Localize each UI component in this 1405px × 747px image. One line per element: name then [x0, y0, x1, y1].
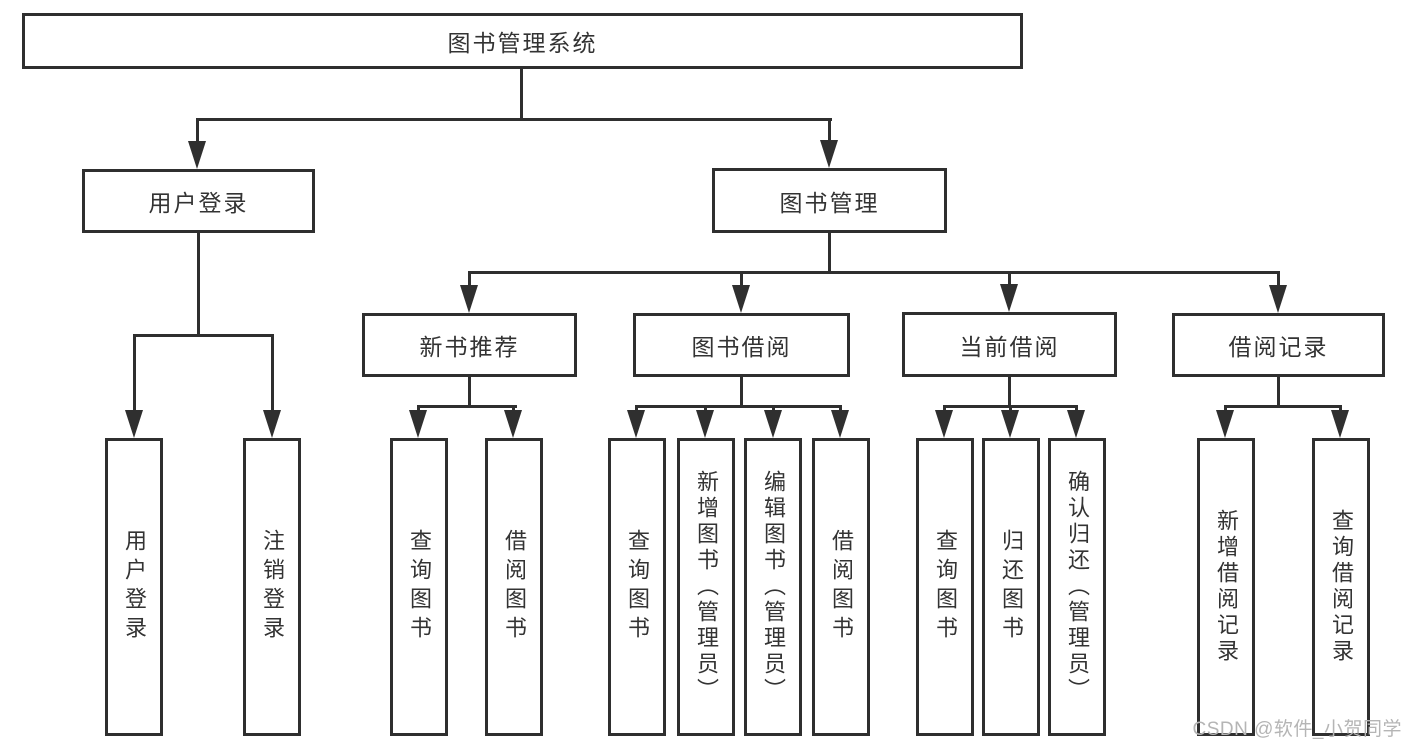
edge-userlogin-stem: [197, 233, 200, 337]
node-book-management: 图书管理: [712, 168, 947, 233]
leaf-borrowing-edit-books-admin: 编辑图书（管理员）: [744, 438, 802, 736]
arrow-down-icon: [732, 285, 750, 313]
edge-to-user-login: [196, 118, 199, 146]
leaf-records-query-record: 查询借阅记录: [1312, 438, 1370, 736]
arrow-down-icon: [504, 410, 522, 438]
edge-recommend-stem: [468, 377, 471, 408]
leaf-records-add-record: 新增借阅记录: [1197, 438, 1255, 736]
edge-records-stem: [1277, 377, 1280, 408]
leaf-recommend-borrow-books: 借阅图书: [485, 438, 543, 736]
node-library-system: 图书管理系统: [22, 13, 1023, 69]
node-user-login: 用户登录: [82, 169, 315, 233]
node-book-borrowing: 图书借阅: [633, 313, 850, 377]
edge-borrowing-splitter: [635, 405, 841, 408]
edge-recommend-splitter: [417, 405, 517, 408]
leaf-current-return-books: 归还图书: [982, 438, 1040, 736]
edge-root-splitter: [196, 118, 832, 121]
arrow-down-icon: [764, 410, 782, 438]
edge-records-splitter: [1224, 405, 1340, 408]
leaf-borrowing-add-books-admin: 新增图书（管理员）: [677, 438, 735, 736]
arrow-down-icon: [1067, 410, 1085, 438]
edge-to-level3: [740, 271, 743, 289]
arrow-down-icon: [188, 141, 206, 169]
arrow-down-icon: [1000, 284, 1018, 312]
edge-userlogin-splitter: [133, 334, 273, 337]
edge-to-level3: [468, 271, 471, 289]
edge-bookmgmt-splitter: [468, 271, 1280, 274]
node-current-borrowing: 当前借阅: [902, 312, 1117, 377]
leaf-recommend-query-books: 查询图书: [390, 438, 448, 736]
edge-to-book-management: [828, 118, 831, 146]
leaf-user-login: 用户登录: [105, 438, 163, 736]
arrow-down-icon: [125, 410, 143, 438]
edge-to-leaf: [133, 334, 136, 416]
arrow-down-icon: [1216, 410, 1234, 438]
arrow-down-icon: [1331, 410, 1349, 438]
edge-to-level3: [1008, 271, 1011, 289]
leaf-borrowing-borrow-books: 借阅图书: [812, 438, 870, 736]
leaf-borrowing-query-books: 查询图书: [608, 438, 666, 736]
edge-bookmgmt-stem: [828, 233, 831, 274]
edge-to-leaf: [271, 334, 274, 416]
node-new-book-recommend: 新书推荐: [362, 313, 577, 377]
arrow-down-icon: [935, 410, 953, 438]
arrow-down-icon: [627, 410, 645, 438]
arrow-down-icon: [460, 285, 478, 313]
arrow-down-icon: [1001, 410, 1019, 438]
edge-to-level3: [1277, 271, 1280, 289]
arrow-down-icon: [696, 410, 714, 438]
arrow-down-icon: [831, 410, 849, 438]
leaf-current-query-books: 查询图书: [916, 438, 974, 736]
arrow-down-icon: [820, 140, 838, 168]
node-borrowing-records: 借阅记录: [1172, 313, 1385, 377]
arrow-down-icon: [409, 410, 427, 438]
edge-borrowing-stem: [740, 377, 743, 408]
watermark-text: CSDN @软件_小贺同学: [1192, 719, 1402, 740]
arrow-down-icon: [263, 410, 281, 438]
leaf-logout: 注销登录: [243, 438, 301, 736]
arrow-down-icon: [1269, 285, 1287, 313]
edge-current-stem: [1008, 377, 1011, 408]
leaf-current-confirm-return-admin: 确认归还（管理员）: [1048, 438, 1106, 736]
edge-root-stem: [520, 68, 523, 121]
